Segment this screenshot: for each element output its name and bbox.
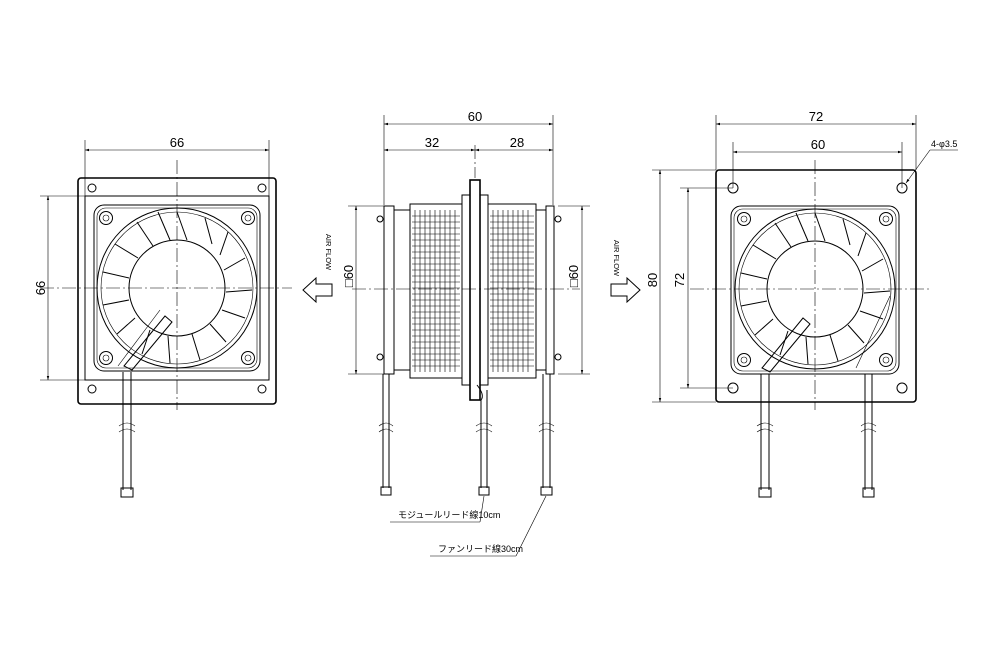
dim-outer-height-label: 80 xyxy=(645,273,660,287)
fan-blades-right xyxy=(740,212,891,365)
dim-height-label: 66 xyxy=(33,281,48,295)
dim-square-right-label: □60 xyxy=(566,265,581,287)
hole-callout-label: 4-φ3.5 xyxy=(931,139,957,149)
mounting-plate-right xyxy=(715,169,917,403)
dim-left-label: 32 xyxy=(425,135,439,150)
plate-holes xyxy=(87,183,267,394)
fan-blades xyxy=(102,211,253,364)
left-fan-lead xyxy=(382,374,390,488)
airflow-arrow-left xyxy=(302,276,333,304)
fan-lead-note: ファンリード線30cm xyxy=(438,543,523,554)
dim-total-label: 60 xyxy=(468,109,482,124)
right-fan-lead xyxy=(542,374,551,488)
airflow-label-left: AIR FLOW xyxy=(324,234,333,271)
module-lead xyxy=(476,384,488,488)
peltier-module-plate xyxy=(461,194,471,386)
left-heatsink-fins xyxy=(409,203,463,379)
airflow-label-right: AIR FLOW xyxy=(612,240,621,277)
dim-inner-width-label: 60 xyxy=(811,137,825,152)
airflow-arrow-right xyxy=(610,276,641,304)
right-heatsink-fins xyxy=(487,203,537,379)
side-view: 60 32 28 □60 □60 モジュールリード線10cm ファンリード線30… xyxy=(341,109,590,557)
module-lead-note: モジュールリード線10cm xyxy=(398,509,500,520)
dim-square-left-label: □60 xyxy=(341,265,356,287)
fan-screws-right xyxy=(737,212,893,367)
dim-outer-width-label: 72 xyxy=(809,109,823,124)
front-view-right: AIR FLOW xyxy=(610,109,958,498)
fan-screws xyxy=(99,211,255,365)
dim-width-label: 66 xyxy=(170,135,184,150)
front-view-left: 66 66 AIR FLOW xyxy=(33,135,333,498)
fan-cable xyxy=(122,372,132,490)
dim-inner-height-label: 72 xyxy=(672,273,687,287)
dim-right-label: 28 xyxy=(510,135,524,150)
